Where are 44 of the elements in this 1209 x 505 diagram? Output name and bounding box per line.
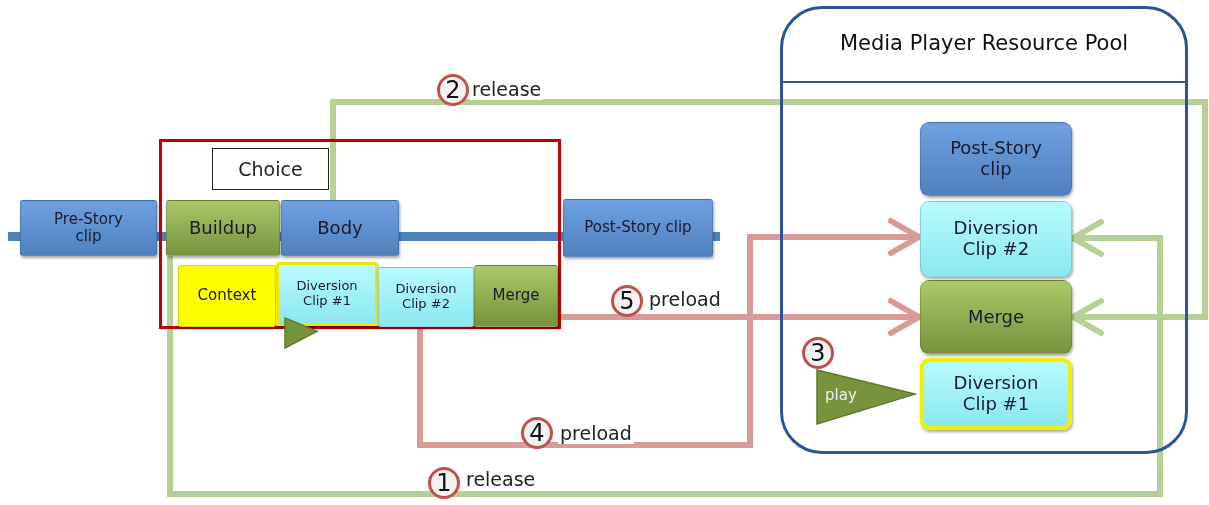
- play-triangle: [815, 368, 917, 426]
- panel-title: Media Player Resource Pool: [839, 31, 1129, 55]
- callout-number: 4: [521, 417, 553, 449]
- clip-block: [166, 200, 280, 256]
- clip-label: Diversion Clip #1: [952, 373, 1040, 415]
- arrow: [167, 219, 1163, 497]
- clip-block: [178, 265, 276, 327]
- clip-label: Post-Story clip: [949, 138, 1043, 180]
- callout-number: 1: [428, 467, 460, 499]
- clip-label: Body: [317, 217, 363, 239]
- label-text: Choice: [238, 158, 303, 180]
- clip-label: Diversion Clip #2: [952, 218, 1040, 260]
- clip-block: [474, 265, 558, 327]
- clip-block: [920, 122, 1072, 196]
- clip-label: Diversion Clip #1: [295, 279, 359, 309]
- arrow: [558, 298, 922, 336]
- clip-label: Post-Story clip: [584, 219, 692, 237]
- callout-number: 5: [611, 285, 643, 317]
- resource-pool-panel: [780, 6, 1188, 454]
- choice-label: [212, 148, 329, 190]
- choice-frame: [159, 139, 561, 329]
- clip-label: Merge: [967, 306, 1025, 328]
- clip-label: Merge: [492, 287, 540, 305]
- play-icon: [283, 316, 319, 350]
- edge-label: preload: [558, 422, 634, 444]
- clip-block: [276, 262, 378, 326]
- clip-block: [281, 200, 399, 256]
- clip-label: Context: [197, 287, 257, 305]
- clip-block: [378, 267, 474, 327]
- edge-label: preload: [647, 288, 723, 310]
- clip-label: Pre-Story clip: [53, 210, 124, 246]
- play-text: play: [825, 386, 857, 404]
- clip-block: [563, 199, 713, 257]
- clip-label: Diversion Clip #2: [394, 282, 458, 312]
- edge-label: release: [470, 78, 544, 100]
- arrow: [330, 99, 1208, 336]
- callout-number: 3: [802, 337, 834, 369]
- arrow: [417, 218, 922, 448]
- clip-block: [920, 201, 1072, 277]
- clip-label: Buildup: [189, 217, 257, 239]
- clip-block: [20, 200, 157, 256]
- clip-block: [920, 280, 1072, 354]
- callout-number: 2: [437, 74, 469, 106]
- clip-block: [920, 358, 1072, 430]
